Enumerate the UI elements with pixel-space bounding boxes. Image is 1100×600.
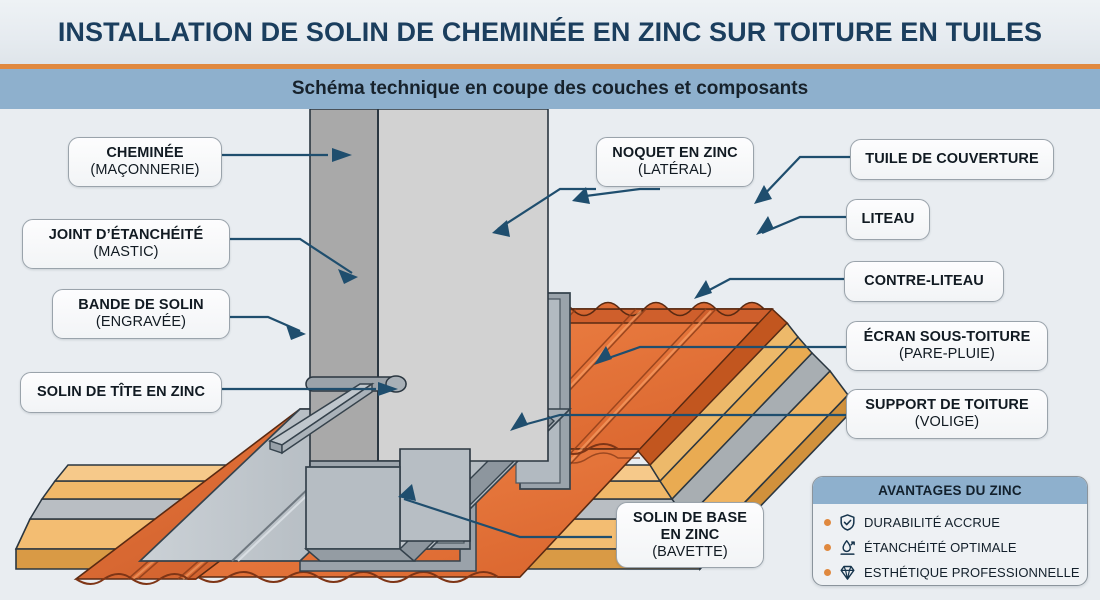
legend-avantages-du-zinc: AVANTAGES DU ZINC DURABILITÉ ACCRUE [812, 476, 1088, 586]
label-ecran-line2: (PARE-PLUIE) [898, 345, 995, 362]
label-support-line1: SUPPORT DE TOITURE [865, 397, 1029, 413]
label-joint-etancheite-line2: (MASTIC) [93, 243, 159, 260]
label-solin-de-base-line3: (BAVETTE) [652, 543, 728, 560]
label-noquet-line1: NOQUET EN ZINC [612, 145, 738, 161]
cover-flashing-bande-de-solin [268, 382, 375, 455]
legend-item-etancheite[interactable]: ÉTANCHÉITÉ OPTIMALE [824, 535, 1087, 560]
header-bar: INSTALLATION DE SOLIN DE CHEMINÉE EN ZIN… [0, 0, 1100, 64]
legend-title: AVANTAGES DU ZINC [813, 477, 1087, 504]
label-noquet-line2: (LATÉRAL) [638, 161, 712, 178]
label-support-line2: (VOLIGE) [914, 413, 980, 430]
label-solin-de-base[interactable]: SOLIN DE BASE EN ZINC (BAVETTE) [616, 502, 764, 569]
label-bande-de-solin-line2: (ENGRAVÉE) [95, 313, 187, 330]
legend-item-label: ESTHÉTIQUE PROFESSIONNELLE [864, 565, 1080, 580]
water-repel-icon [840, 540, 855, 555]
label-joint-etancheite-line1: JOINT D’ÉTANCHÉITÉ [48, 227, 204, 243]
header-accent-rule [0, 64, 1100, 69]
roof-chimney-illustration [14, 109, 852, 585]
label-cheminee-line2: (MAÇONNERIE) [90, 161, 200, 178]
legend-item-durabilite[interactable]: DURABILITÉ ACCRUE [824, 510, 1087, 535]
legend-bullet-icon [824, 544, 831, 551]
head-flashing-solin-de-tete [303, 466, 417, 562]
label-ecran-sous-toiture[interactable]: ÉCRAN SOUS-TOITURE (PARE-PLUIE) [846, 321, 1048, 371]
legend-item-esthetique[interactable]: ESTHÉTIQUE PROFESSIONNELLE [824, 560, 1087, 585]
connector-arrowheads [286, 148, 774, 501]
label-contre-liteau[interactable]: CONTRE-LITEAU [844, 261, 1004, 302]
legend-list: DURABILITÉ ACCRUE ÉTANCHÉITÉ OPTIMALE [813, 504, 1087, 585]
legend-bullet-icon [824, 569, 831, 576]
label-contre-liteau-line1: CONTRE-LITEAU [864, 273, 984, 289]
diamond-icon [840, 565, 855, 580]
shield-check-icon [840, 514, 855, 531]
label-tuile-de-couverture[interactable]: TUILE DE COUVERTURE [850, 139, 1054, 180]
page-subtitle: Schéma technique en coupe des couches et… [291, 78, 809, 99]
subheader-bar: Schéma technique en coupe des couches et… [0, 69, 1100, 109]
legend-item-label: DURABILITÉ ACCRUE [864, 515, 1001, 530]
legend-item-label: ÉTANCHÉITÉ OPTIMALE [864, 540, 1017, 555]
label-noquet-en-zinc[interactable]: NOQUET EN ZINC (LATÉRAL) [596, 137, 754, 187]
label-support-de-toiture[interactable]: SUPPORT DE TOITURE (VOLIGE) [846, 389, 1048, 439]
label-solin-de-tete[interactable]: SOLIN DE TÎTE EN ZINC [20, 372, 222, 413]
label-cheminee-line1: CHEMINÉE [106, 145, 184, 161]
label-solin-de-tete-line1: SOLIN DE TÎTE EN ZINC [36, 384, 206, 400]
label-cheminee[interactable]: CHEMINÉE (MAÇONNERIE) [68, 137, 222, 187]
legend-bullet-icon [824, 519, 831, 526]
label-bande-de-solin-line1: BANDE DE SOLIN [78, 297, 204, 313]
label-ecran-line1: ÉCRAN SOUS-TOITURE [863, 329, 1031, 345]
diagram-stage: CHEMINÉE (MAÇONNERIE) JOINT D’ÉTANCHÉITÉ… [0, 109, 1100, 600]
label-liteau-line1: LITEAU [861, 211, 915, 227]
label-solin-de-base-line2: EN ZINC [660, 526, 720, 543]
label-liteau[interactable]: LITEAU [846, 199, 930, 240]
label-bande-de-solin[interactable]: BANDE DE SOLIN (ENGRAVÉE) [52, 289, 230, 339]
label-joint-etancheite[interactable]: JOINT D’ÉTANCHÉITÉ (MASTIC) [22, 219, 230, 269]
page-title: INSTALLATION DE SOLIN DE CHEMINÉE EN ZIN… [57, 16, 1043, 47]
label-tuile-line1: TUILE DE COUVERTURE [865, 151, 1039, 167]
label-solin-de-base-line1: SOLIN DE BASE [632, 510, 748, 526]
